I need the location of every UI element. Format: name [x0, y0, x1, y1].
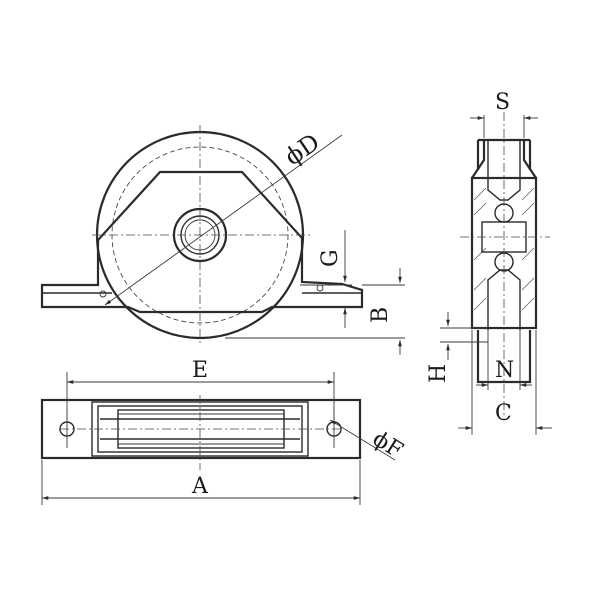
label-h: H	[426, 364, 451, 383]
label-g: G	[318, 249, 343, 267]
label-f: ϕF	[368, 426, 407, 463]
diameter-f-leader	[329, 419, 396, 461]
label-a: A	[191, 474, 209, 499]
side-hatching	[473, 187, 535, 311]
front-view: ϕD G B	[40, 125, 405, 355]
label-e: E	[192, 358, 208, 383]
label-b: B	[368, 307, 393, 323]
bracket-body	[40, 170, 364, 314]
top-base	[40, 398, 362, 460]
diameter-d-leader	[104, 134, 343, 306]
top-view: E ϕF A	[40, 358, 407, 505]
side-view: S H N C	[426, 90, 552, 435]
label-s: S	[495, 90, 510, 115]
label-d: ϕD	[280, 128, 325, 171]
label-n: N	[495, 358, 514, 383]
label-c: C	[495, 401, 512, 426]
